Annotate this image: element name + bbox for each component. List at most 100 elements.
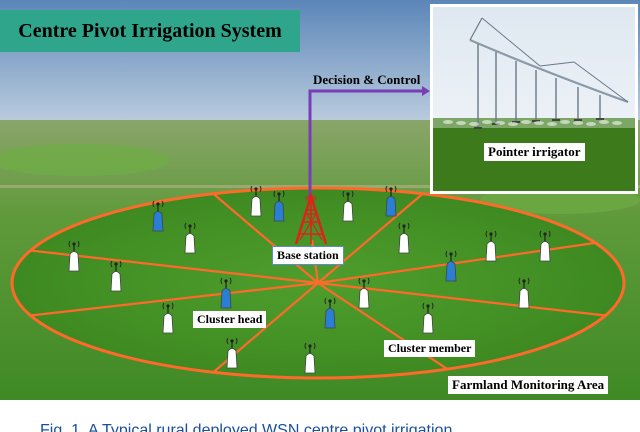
- node-antenna-tip: [522, 279, 526, 283]
- node-body: [398, 233, 410, 254]
- node-body: [304, 353, 316, 374]
- cluster-member-node: [342, 190, 354, 222]
- irrigator-truss: [539, 61, 575, 67]
- node-antenna-tip: [114, 262, 118, 266]
- decision-control-line: [308, 89, 428, 200]
- page-title: Centre Pivot Irrigation System: [18, 19, 282, 42]
- node-body: [226, 348, 238, 369]
- signal-wave-right: [77, 240, 80, 248]
- node-body: [518, 288, 530, 309]
- signal-wave-right: [333, 297, 336, 305]
- node-body: [184, 233, 196, 254]
- irrigator-structure: [443, 17, 629, 129]
- cluster-head-node: [220, 277, 232, 309]
- cluster-member-node: [162, 302, 174, 334]
- signal-wave-right: [454, 250, 457, 258]
- signal-wave-left: [184, 222, 187, 230]
- node-body: [152, 211, 164, 232]
- sensor-nodes: [68, 185, 551, 374]
- node-body: [342, 201, 354, 222]
- cluster-member-node: [358, 277, 370, 309]
- node-antenna-tip: [328, 299, 332, 303]
- signal-wave-left: [539, 230, 542, 238]
- signal-wave-left: [162, 302, 165, 310]
- cluster-member-node: [539, 230, 551, 262]
- node-body: [539, 241, 551, 262]
- irrigation-diagram: Centre Pivot Irrigation System Decision …: [0, 0, 640, 400]
- signal-wave-left: [152, 200, 155, 208]
- cluster-member-node: [250, 185, 262, 217]
- water-spray: [469, 122, 479, 126]
- signal-wave-left: [220, 277, 223, 285]
- water-spray: [534, 121, 544, 125]
- node-body: [358, 288, 370, 309]
- signal-wave-left: [250, 185, 253, 193]
- cluster-member-node: [304, 342, 316, 374]
- node-antenna-tip: [346, 192, 350, 196]
- signal-wave-right: [351, 190, 354, 198]
- irrigator-truss: [481, 17, 541, 67]
- signal-wave-right: [259, 185, 262, 193]
- figure-caption: Fig. 1. A Typical rural deployed WSN cen…: [0, 402, 640, 432]
- signal-wave-left: [226, 337, 229, 345]
- node-body: [162, 313, 174, 334]
- field-spoke: [317, 281, 606, 317]
- node-antenna-tip: [166, 304, 170, 308]
- signal-wave-right: [407, 222, 410, 230]
- road: [0, 185, 640, 188]
- node-antenna-tip: [489, 232, 493, 236]
- node-antenna-tip: [362, 279, 366, 283]
- title-banner: Centre Pivot Irrigation System: [0, 10, 300, 52]
- node-antenna-tip: [277, 192, 281, 196]
- base-station-tower: [294, 191, 328, 245]
- water-spray: [586, 122, 596, 126]
- water-spray: [573, 121, 583, 125]
- signal-wave-right: [229, 277, 232, 285]
- signal-wave-right: [494, 230, 497, 238]
- node-antenna-tip: [308, 344, 312, 348]
- cluster-member-node: [398, 222, 410, 254]
- water-spray: [547, 122, 557, 126]
- cluster-member-node: [184, 222, 196, 254]
- irrigator-boom: [469, 38, 629, 104]
- node-body: [68, 251, 80, 272]
- node-antenna-tip: [543, 232, 547, 236]
- farmland-area-label: Farmland Monitoring Area: [448, 376, 609, 394]
- cluster-head-node: [385, 185, 397, 217]
- cluster-member-node: [110, 260, 122, 292]
- pointer-irrigator-label: Pointer irrigator: [484, 143, 585, 161]
- diagram-canvas: [0, 0, 640, 400]
- node-antenna-tip: [389, 187, 393, 191]
- signal-wave-left: [422, 302, 425, 310]
- signal-wave-left: [324, 297, 327, 305]
- node-body: [250, 196, 262, 217]
- cluster-member-label: Cluster member: [384, 340, 476, 357]
- signal-wave-right: [313, 342, 316, 350]
- signal-wave-right: [394, 185, 397, 193]
- signal-wave-left: [385, 185, 388, 193]
- water-spray: [443, 120, 453, 124]
- signal-wave-left: [110, 260, 113, 268]
- water-spray: [521, 120, 531, 124]
- tower-glow: [305, 195, 317, 201]
- node-body: [110, 271, 122, 292]
- node-antenna-tip: [188, 224, 192, 228]
- signal-wave-right: [367, 277, 370, 285]
- node-antenna-tip: [230, 339, 234, 343]
- node-antenna-tip: [426, 304, 430, 308]
- signal-wave-right: [171, 302, 174, 310]
- decision-control-label: Decision & Control: [313, 72, 421, 87]
- tower-cross: [299, 213, 323, 241]
- node-body: [220, 288, 232, 309]
- cluster-head-node: [445, 250, 457, 282]
- cluster-head-node: [273, 190, 285, 222]
- irrigator-truss: [469, 17, 483, 41]
- cluster-member-node: [226, 337, 238, 369]
- signal-wave-left: [342, 190, 345, 198]
- cluster-head-label: Cluster head: [193, 311, 267, 328]
- signal-wave-right: [235, 337, 238, 345]
- water-spray: [508, 122, 518, 126]
- distant-field: [0, 144, 170, 176]
- cluster-member-node: [485, 230, 497, 262]
- node-body: [273, 201, 285, 222]
